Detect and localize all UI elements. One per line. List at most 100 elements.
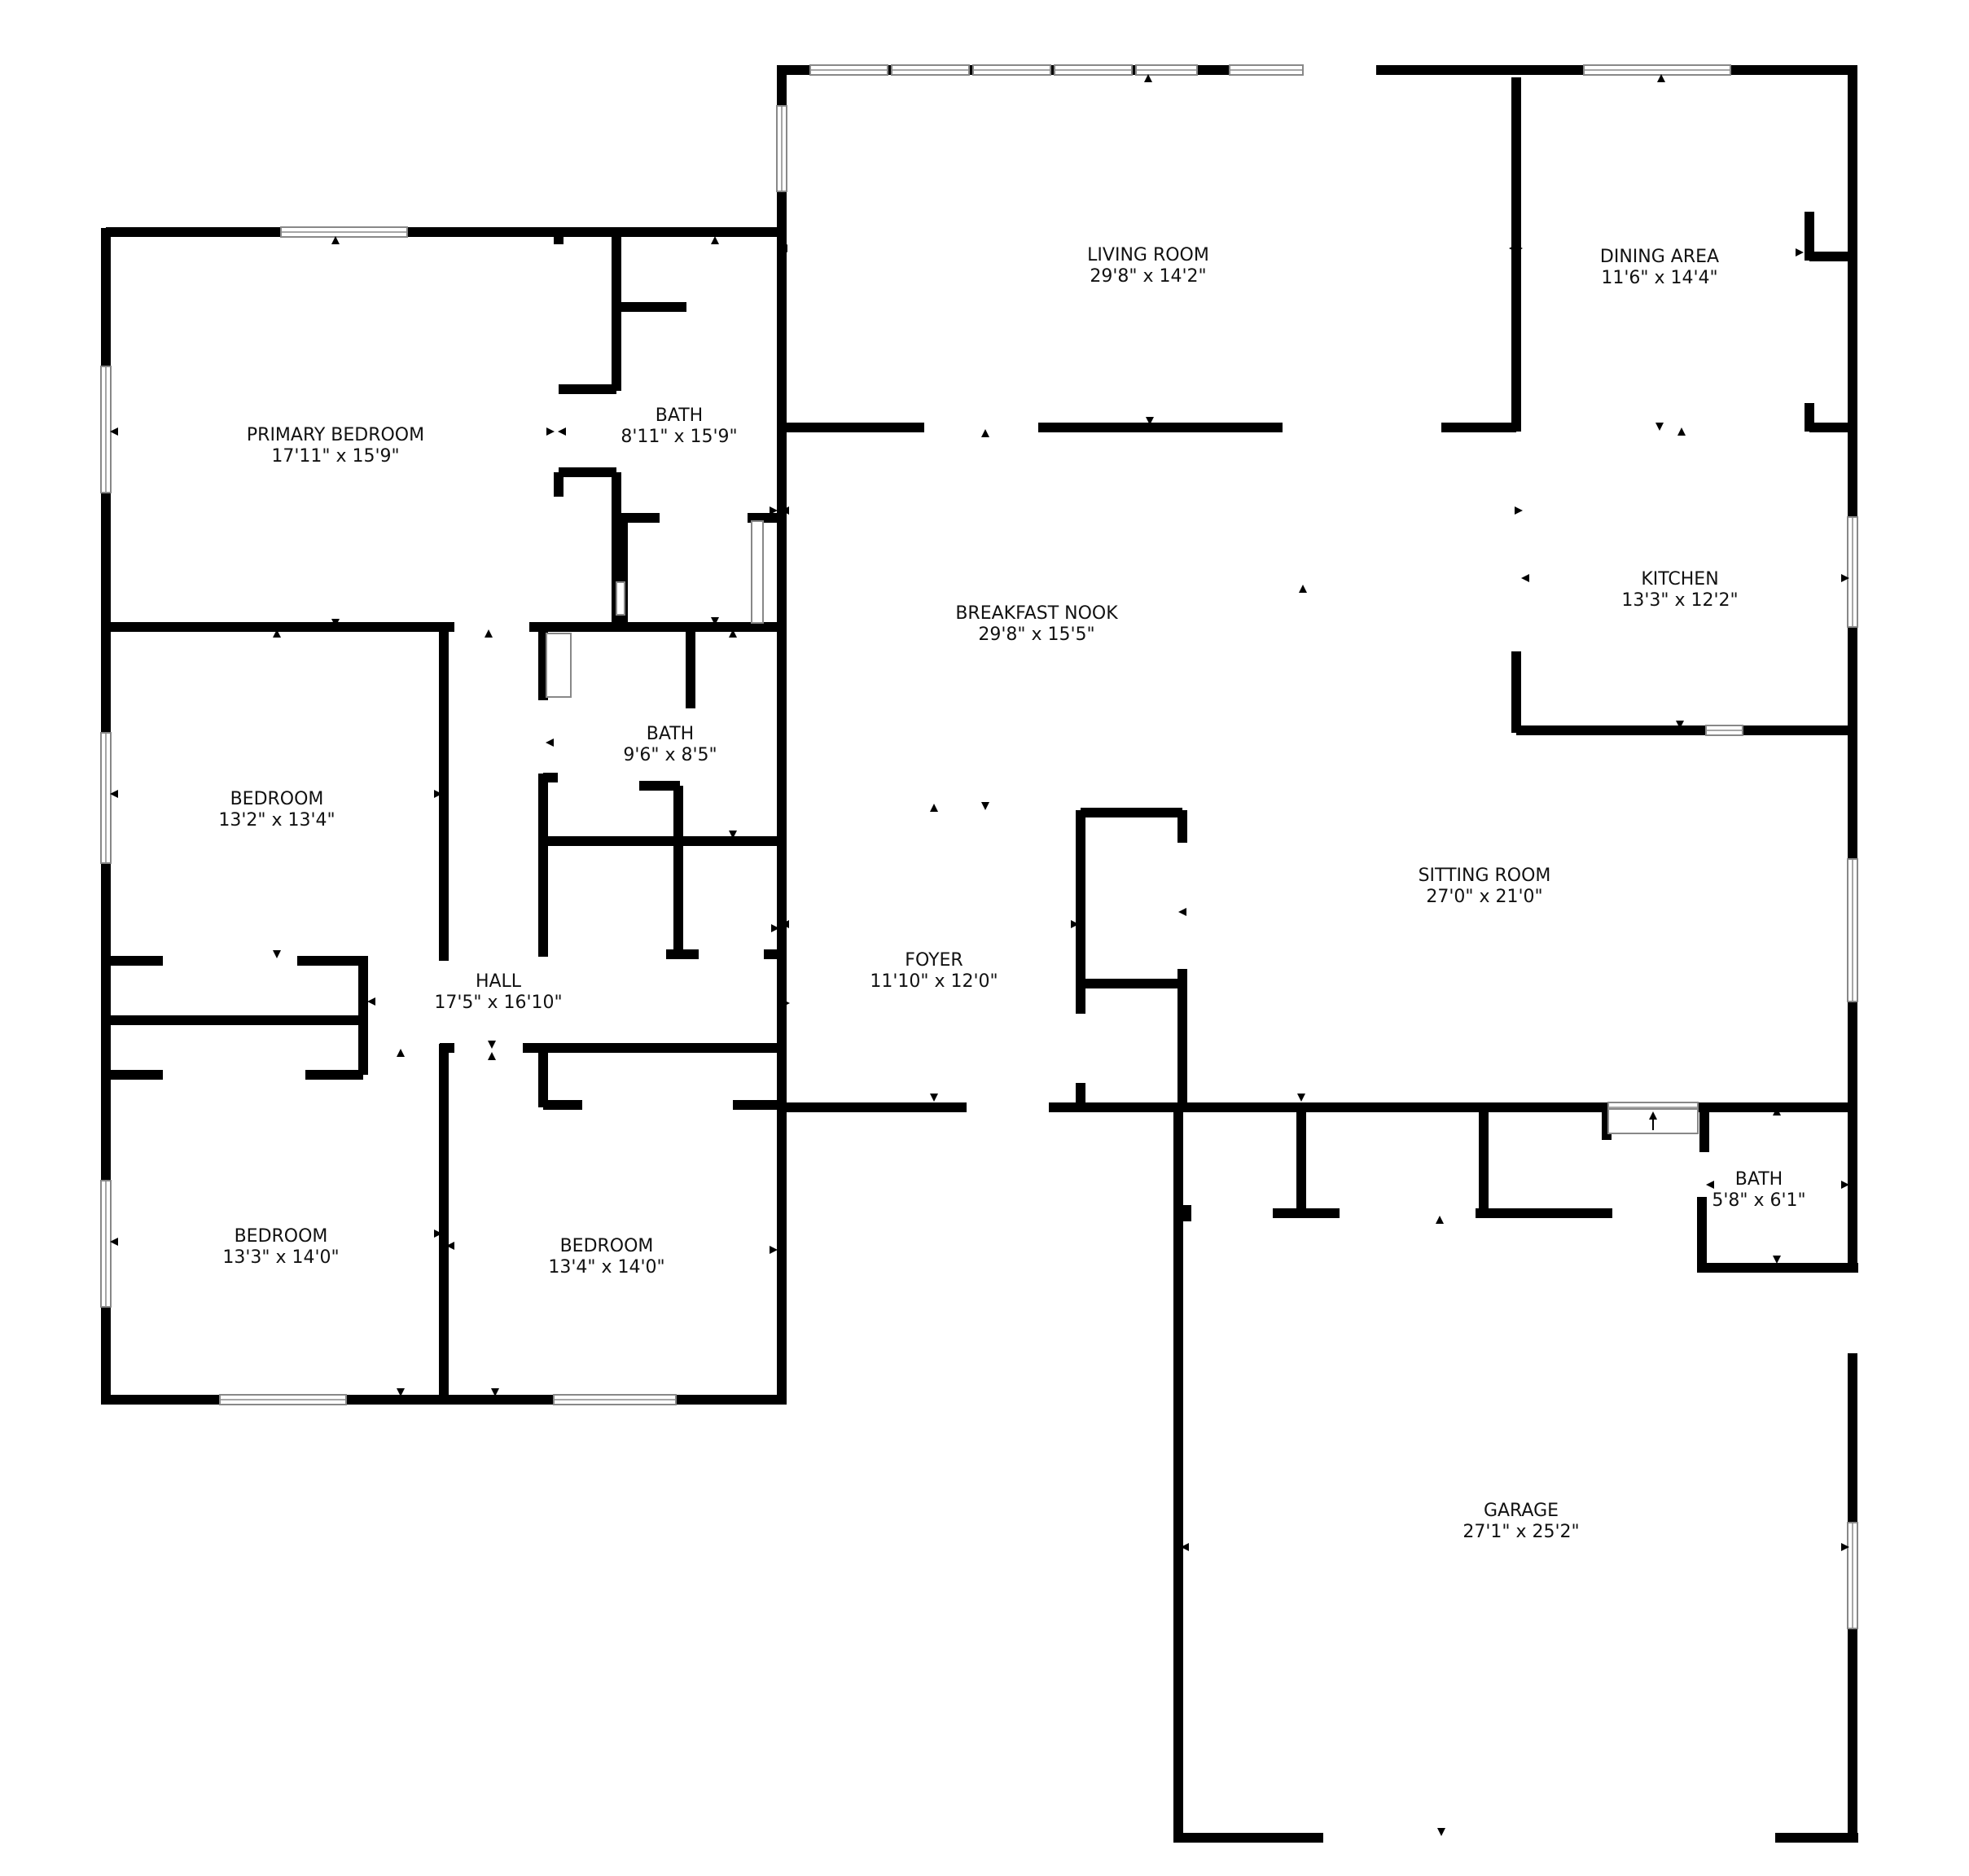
wall-segment: [764, 949, 782, 959]
room-garage: GARAGE 27'1" x 25'2": [1462, 1501, 1579, 1542]
door-marker: [1706, 1181, 1714, 1189]
room-kitchen: KITCHEN 13'3" x 12'2": [1621, 569, 1738, 611]
room-breakfast-nook: BREAKFAST NOOK 29'8" x 15'5": [955, 603, 1118, 645]
door-marker: [397, 1388, 405, 1396]
wall-segment: [305, 1070, 363, 1080]
wall-segment: [777, 513, 787, 627]
room-dimensions: 9'6" x 8'5": [623, 745, 717, 765]
wall-segment: [616, 302, 686, 312]
door-marker: [1657, 74, 1665, 82]
wall-segment: [639, 781, 680, 791]
room-dining-area: DINING AREA 11'6" x 14'4": [1600, 247, 1719, 288]
walls: [101, 65, 1858, 1843]
door-marker: [1178, 908, 1186, 916]
door-marker: [1515, 506, 1523, 515]
door-marker: [1144, 74, 1152, 82]
room-name: SITTING ROOM: [1419, 866, 1551, 886]
door-markers: [110, 74, 1849, 1836]
door-marker: [779, 244, 787, 252]
room-name: BREAKFAST NOOK: [955, 603, 1118, 624]
wall-segment: [733, 1100, 786, 1110]
door-marker: [729, 629, 737, 638]
door-marker: [781, 506, 789, 515]
room-bedroom-2: BEDROOM 13'3" x 14'0": [222, 1226, 339, 1268]
door-marker: [110, 427, 118, 436]
door-marker: [930, 1094, 938, 1102]
door-marker: [485, 629, 493, 638]
room-bath-2: BATH 9'6" x 8'5": [623, 724, 717, 765]
door-marker: [1146, 417, 1154, 425]
wall-segment: [1076, 1083, 1085, 1107]
room-dimensions: 5'8" x 6'1": [1712, 1190, 1805, 1211]
room-dimensions: 17'11" x 15'9": [271, 446, 399, 467]
wall-segment: [1441, 423, 1516, 432]
wall-segment: [1173, 1107, 1183, 1843]
door-marker: [782, 999, 790, 1007]
room-hall: HALL 17'5" x 16'10": [434, 971, 562, 1013]
wall-segment: [1698, 1263, 1858, 1273]
wall-segment: [686, 627, 695, 708]
wall-segment: [1273, 1208, 1340, 1218]
wall-segment: [543, 836, 782, 846]
door-marker: [446, 1242, 454, 1250]
door-marker: [397, 1049, 405, 1057]
wall-segment: [523, 1043, 782, 1053]
closet-door: [751, 520, 764, 624]
room-bedroom-3: BEDROOM 13'4" x 14'0": [548, 1236, 664, 1278]
wall-segment: [106, 1070, 163, 1080]
room-dimensions: 13'4" x 14'0": [548, 1257, 664, 1278]
room-bath-3: BATH 5'8" x 6'1": [1712, 1169, 1805, 1211]
room-name: BATH: [656, 405, 703, 426]
door-marker: [1181, 1543, 1189, 1551]
room-dimensions: 29'8" x 14'2": [1090, 266, 1206, 287]
door-marker: [1655, 423, 1664, 431]
wall-segment: [1081, 979, 1182, 988]
room-name: LIVING ROOM: [1087, 245, 1209, 265]
door-marker: [771, 924, 779, 932]
room-name: BEDROOM: [560, 1236, 654, 1256]
wall-segment: [1178, 1833, 1323, 1843]
door-marker: [729, 831, 737, 839]
room-name: BEDROOM: [235, 1226, 328, 1247]
door-marker: [558, 427, 566, 436]
door-marker: [331, 619, 340, 627]
room-sitting-room: SITTING ROOM 27'0" x 21'0": [1419, 866, 1551, 907]
door-marker: [711, 617, 719, 625]
wall-segment: [106, 1015, 363, 1025]
door-marker: [488, 1052, 496, 1060]
door-marker: [110, 1238, 118, 1246]
door-marker: [1773, 1256, 1781, 1264]
door-marker: [711, 236, 719, 244]
wall-segment: [1296, 1107, 1306, 1217]
door-marker: [1773, 1107, 1781, 1116]
wall-segment: [1511, 651, 1521, 733]
room-name: FOYER: [905, 950, 963, 971]
door-marker: [1515, 244, 1523, 252]
wall-segment: [559, 384, 616, 394]
closet-door: [616, 581, 625, 616]
door-marker: [1677, 427, 1686, 436]
door-marker: [781, 920, 789, 928]
door-marker: [981, 429, 989, 437]
door-marker: [1297, 1094, 1305, 1102]
door-marker: [770, 1246, 778, 1254]
room-name: PRIMARY BEDROOM: [247, 425, 424, 445]
wall-segment: [543, 1100, 582, 1110]
room-dimensions: 11'10" x 12'0": [870, 971, 998, 992]
door-marker: [1841, 1543, 1849, 1551]
wall-segment: [1809, 423, 1853, 432]
room-dimensions: 13'3" x 14'0": [222, 1247, 339, 1268]
wall-segment: [1476, 1208, 1612, 1218]
room-name: DINING AREA: [1600, 247, 1719, 267]
door-marker: [770, 506, 778, 515]
door-marker: [331, 236, 340, 244]
wall-segment: [106, 956, 163, 966]
room-name: GARAGE: [1484, 1501, 1559, 1521]
door-marker: [1841, 1181, 1849, 1189]
wall-segment: [439, 627, 449, 961]
wall-segment: [623, 513, 660, 523]
room-dimensions: 17'5" x 16'10": [434, 993, 562, 1013]
room-name: BATH: [1735, 1169, 1783, 1190]
wall-segment: [440, 1043, 454, 1053]
door-marker: [1071, 920, 1079, 928]
